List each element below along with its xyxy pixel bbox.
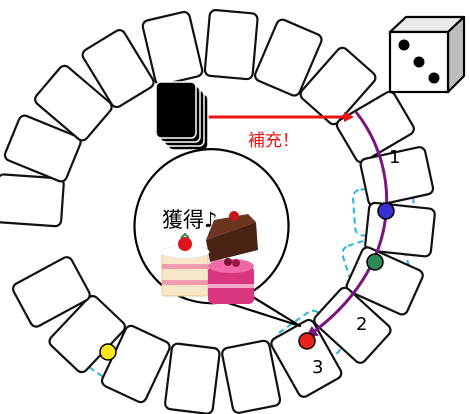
board-card <box>254 18 323 97</box>
board-card <box>11 256 91 328</box>
pawn-yellow <box>99 343 117 361</box>
board-card <box>164 342 221 414</box>
board-card <box>203 9 259 81</box>
replenish-label: 補充！ <box>248 131 299 151</box>
die-icon <box>388 15 466 94</box>
cake-slices-icon <box>160 211 258 304</box>
step-label-3: 3 <box>312 357 323 378</box>
board-card <box>3 114 82 183</box>
acquire-label: 獲得♪ <box>162 208 217 232</box>
board-card <box>270 318 343 398</box>
board-card <box>221 339 282 414</box>
board-card <box>335 90 415 164</box>
pawn-blue <box>377 202 395 220</box>
pawn-green <box>366 253 384 271</box>
board-card <box>364 201 436 258</box>
card-ring <box>0 9 436 414</box>
pawn-red <box>298 332 316 350</box>
board-card <box>359 146 435 207</box>
movement-arrow <box>305 111 389 338</box>
board-card <box>141 10 204 86</box>
board-card <box>345 246 424 316</box>
board-card <box>0 173 65 228</box>
board-card <box>299 46 377 126</box>
card-deck-icon <box>155 81 209 151</box>
step-label-2: 2 <box>356 314 367 335</box>
step-label-1: 1 <box>389 147 400 168</box>
board-card <box>81 29 155 109</box>
board-card <box>313 286 392 364</box>
board-card <box>34 64 113 142</box>
